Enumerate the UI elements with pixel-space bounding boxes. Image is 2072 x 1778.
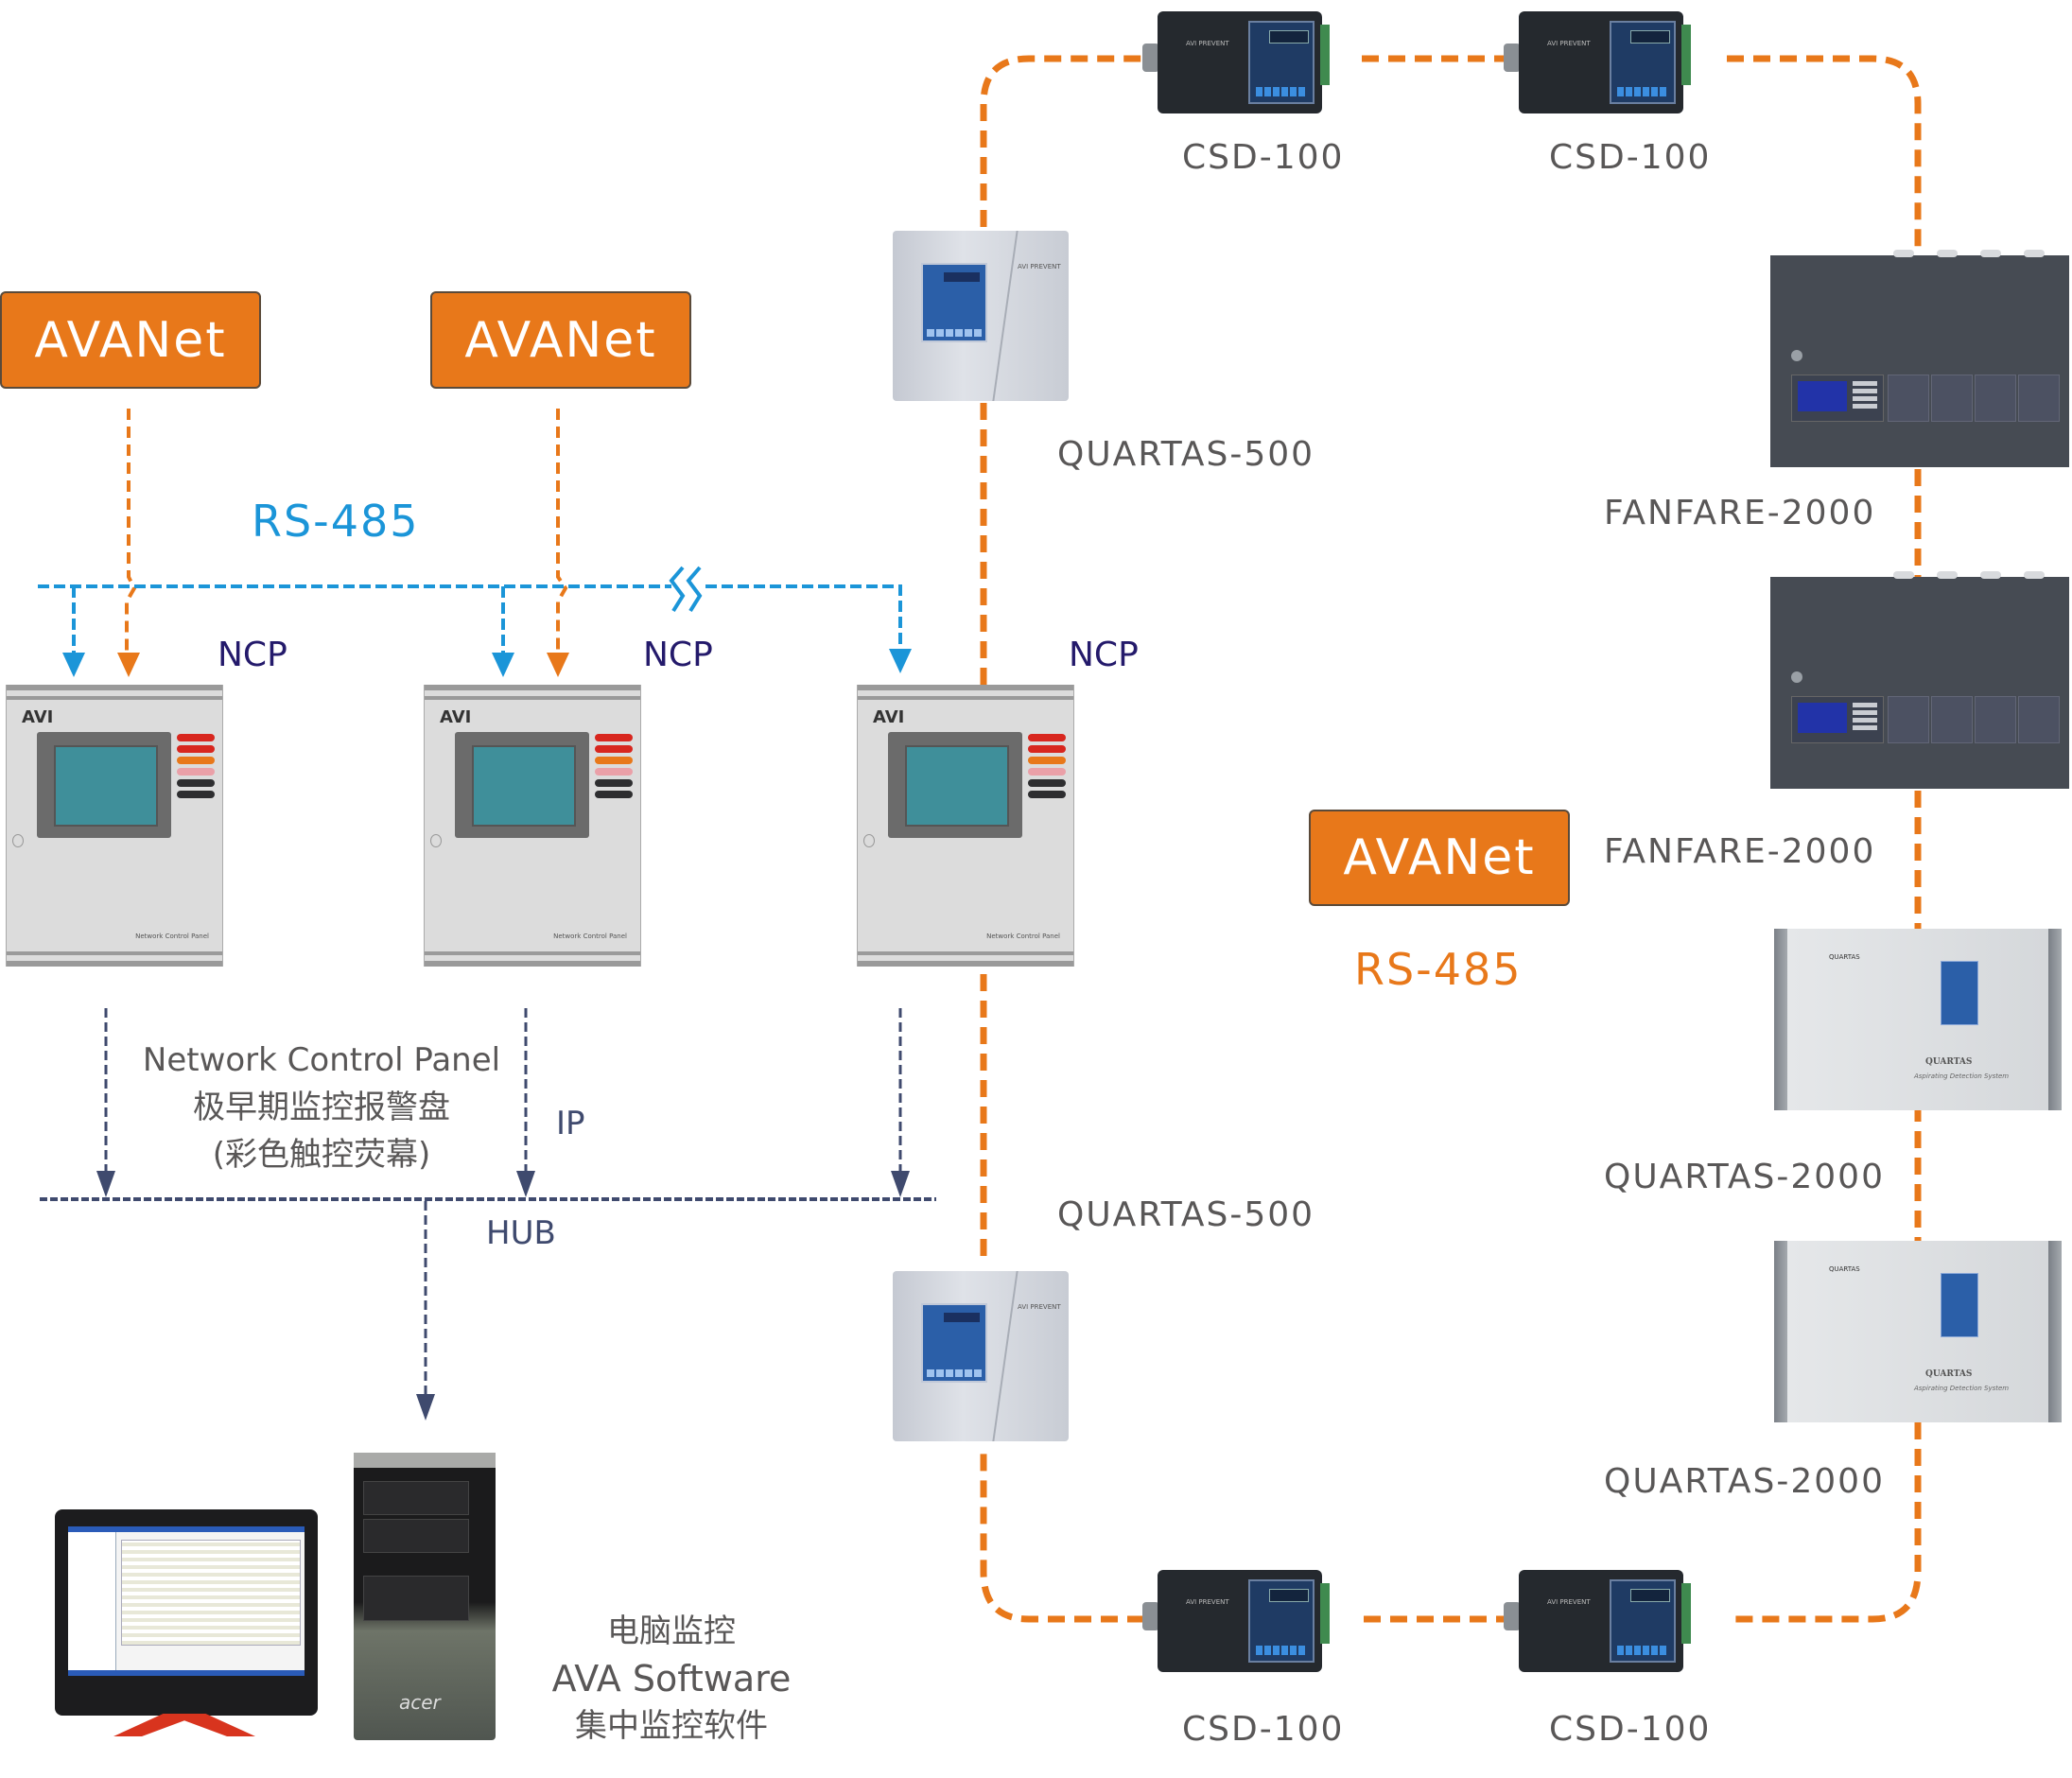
status-led	[1028, 757, 1066, 764]
csd-100-top-1: AVI PREVENT	[1142, 11, 1330, 113]
pc-tower: acer	[354, 1453, 496, 1740]
status-led	[177, 791, 215, 798]
status-led	[177, 757, 215, 764]
fanfare-2000-2	[1770, 571, 2069, 789]
status-led	[1028, 745, 1066, 753]
rs485-arrow-1	[62, 653, 85, 677]
avanet-ring	[980, 55, 1922, 1623]
ip-arrow-2	[516, 1171, 535, 1197]
pc-caption: 电脑监控 AVA Software 集中监控软件	[530, 1608, 813, 1750]
quartas-500-top-label: QUARTAS-500	[1057, 435, 1315, 474]
pc-caption-line1: 电脑监控	[607, 1612, 736, 1650]
status-led	[177, 768, 215, 776]
quartas-500-bottom: AVI PREVENT	[893, 1271, 1069, 1441]
status-led	[1028, 791, 1066, 798]
csd-100-top-2-label: CSD-100	[1549, 138, 1712, 177]
ip-arrow-3	[891, 1171, 910, 1197]
quartas-2000-1: QUARTAS QUARTAS Aspirating Detection Sys…	[1774, 929, 2062, 1110]
pc-caption-line2: AVA Software	[551, 1658, 792, 1700]
status-led	[595, 734, 633, 741]
touchscreen	[455, 732, 589, 838]
ncp-panel-1: AVI Network Control Panel	[6, 685, 223, 967]
csd-100-bottom-2-label: CSD-100	[1549, 1710, 1712, 1749]
avanet-box-2-label: AVANet	[464, 311, 657, 369]
touchscreen	[37, 732, 171, 838]
csd-100-bottom-1-label: CSD-100	[1182, 1710, 1345, 1749]
touchscreen	[888, 732, 1022, 838]
ncp-caption-line2: 极早期监控报警盘	[193, 1089, 450, 1126]
ncp-label-3: NCP	[1069, 636, 1139, 674]
ncp-logo: AVI	[873, 707, 905, 727]
ncp-caption-line1: Network Control Panel	[142, 1041, 501, 1079]
quartas-2000-2-subtitle: Aspirating Detection System	[1914, 1385, 2010, 1392]
lock-icon	[12, 834, 24, 847]
fanfare-2000-1	[1770, 250, 2069, 467]
ip-arrow-1	[96, 1171, 115, 1197]
quartas-500-top: AVI PREVENT	[893, 231, 1069, 401]
ip-label: IP	[556, 1105, 585, 1142]
quartas-2000-1-subtitle: Aspirating Detection System	[1914, 1072, 2010, 1080]
rs485-break-icon	[669, 566, 703, 613]
lock-icon	[1791, 350, 1802, 361]
avanet-2-wire	[556, 409, 568, 653]
ncp-plate: Network Control Panel	[986, 933, 1060, 940]
avanet-1-wire	[125, 409, 137, 653]
ncp-plate: Network Control Panel	[553, 933, 627, 940]
status-led	[177, 734, 215, 741]
ncp-plate: Network Control Panel	[135, 933, 209, 940]
rs485-label-right: RS-485	[1354, 944, 1523, 995]
hub-arrow	[416, 1394, 435, 1421]
status-led	[595, 745, 633, 753]
csd-100-bottom-1: AVI PREVENT	[1142, 1570, 1330, 1672]
hub-label: HUB	[486, 1214, 556, 1252]
ncp-caption: Network Control Panel 极早期监控报警盘 (彩色触控荧幕)	[132, 1037, 511, 1178]
quartas-500-bottom-label: QUARTAS-500	[1057, 1195, 1315, 1234]
rs485-arrow-3	[889, 649, 912, 673]
monitor	[55, 1509, 318, 1716]
quartas-2000-2-title: QUARTAS	[1925, 1369, 1973, 1379]
avanet-box-3-label: AVANet	[1343, 829, 1536, 886]
avanet-box-1-label: AVANet	[34, 311, 227, 369]
ncp-logo: AVI	[22, 707, 54, 727]
quartas-2000-1-title: QUARTAS	[1925, 1057, 1973, 1067]
csd-100-top-2: AVI PREVENT	[1504, 11, 1691, 113]
rs485-label-left: RS-485	[252, 496, 420, 547]
quartas-2000-2: QUARTAS QUARTAS Aspirating Detection Sys…	[1774, 1241, 2062, 1422]
status-led	[1028, 779, 1066, 787]
avanet-box-1: AVANet	[0, 291, 261, 389]
status-led	[177, 779, 215, 787]
avanet-1-arrow	[117, 653, 140, 677]
status-led	[1028, 768, 1066, 776]
ncp-caption-line3: (彩色触控荧幕)	[212, 1136, 431, 1174]
quartas-2000-1-label: QUARTAS-2000	[1604, 1158, 1885, 1196]
status-led	[1028, 734, 1066, 741]
quartas-2000-2-label: QUARTAS-2000	[1604, 1462, 1885, 1501]
software-screen	[68, 1526, 305, 1676]
fanfare-2000-2-label: FANFARE-2000	[1604, 832, 1876, 871]
rs485-bus-right	[705, 584, 902, 653]
ncp-panel-3: AVI Network Control Panel	[857, 685, 1074, 967]
ncp-label-1: NCP	[218, 636, 287, 674]
status-led	[177, 745, 215, 753]
ncp-label-2: NCP	[643, 636, 713, 674]
lock-icon	[863, 834, 875, 847]
fanfare-2000-1-label: FANFARE-2000	[1604, 494, 1876, 532]
rs485-arrow-2	[492, 653, 514, 677]
ncp-logo: AVI	[440, 707, 472, 727]
pc-caption-line3: 集中监控软件	[575, 1707, 768, 1745]
avanet-box-3: AVANet	[1309, 810, 1570, 906]
avanet-2-arrow	[547, 653, 569, 677]
status-led	[595, 779, 633, 787]
csd-100-bottom-2: AVI PREVENT	[1504, 1570, 1691, 1672]
status-led	[595, 757, 633, 764]
lock-icon	[430, 834, 442, 847]
avanet-box-2: AVANet	[430, 291, 691, 389]
pc-brand: acer	[399, 1691, 441, 1714]
lock-icon	[1791, 671, 1802, 683]
csd-100-top-1-label: CSD-100	[1182, 138, 1345, 177]
status-led	[595, 791, 633, 798]
status-led	[595, 768, 633, 776]
ncp-panel-2: AVI Network Control Panel	[424, 685, 641, 967]
